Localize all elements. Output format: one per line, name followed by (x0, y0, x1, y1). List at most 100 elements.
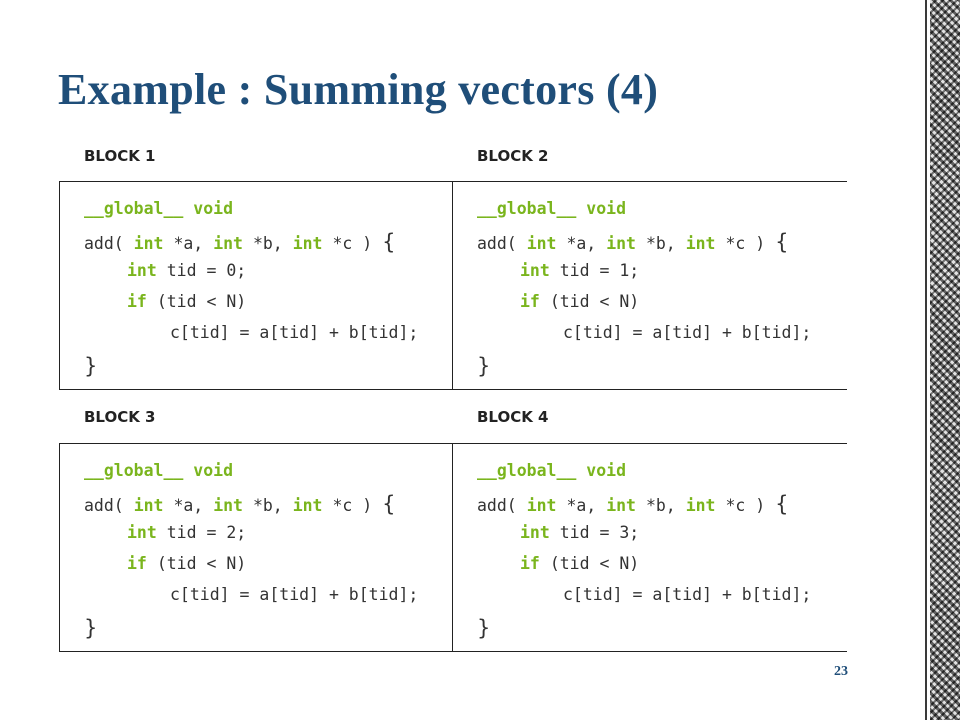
block-label-1: BLOCK 1 (84, 147, 156, 165)
keyword-int: int (685, 234, 716, 253)
keyword-void: void (193, 199, 234, 218)
code-line-4: if (tid < N) (127, 554, 246, 573)
code-line-3: int tid = 0; (127, 261, 246, 280)
decorative-border-line (922, 0, 930, 720)
tid-assignment: tid = 3; (559, 523, 640, 542)
keyword-int: int (127, 523, 157, 542)
keyword-int: int (520, 261, 550, 280)
code-line-4: if (tid < N) (520, 554, 639, 573)
block-label-2: BLOCK 2 (477, 147, 549, 165)
code-line-6: } (84, 354, 97, 378)
code-line-5: c[tid] = a[tid] + b[tid]; (563, 323, 811, 342)
close-brace: } (84, 616, 98, 640)
code-line-4: if (tid < N) (127, 292, 246, 311)
keyword-int: int (685, 496, 716, 515)
keyword-int: int (292, 496, 323, 515)
code-box-block-4: __global__ void add( int *a, int *b, int … (452, 443, 847, 652)
if-condition: (tid < N) (156, 554, 247, 573)
if-condition: (tid < N) (549, 292, 640, 311)
keyword-global: __global__ (477, 461, 577, 480)
close-brace: } (84, 354, 98, 378)
param-c: *c ) (725, 234, 766, 253)
code-line-5: c[tid] = a[tid] + b[tid]; (170, 585, 418, 604)
code-line-2: add( int *a, int *b, int *c ) { (84, 492, 396, 516)
code-box-block-1: __global__ void add( int *a, int *b, int … (59, 181, 454, 390)
keyword-int: int (127, 261, 157, 280)
page-number: 23 (834, 664, 848, 679)
code-line-3: int tid = 1; (520, 261, 639, 280)
open-brace: { (775, 492, 789, 516)
keyword-global: __global__ (84, 199, 184, 218)
function-open: add( (84, 496, 124, 515)
keyword-if: if (127, 554, 147, 573)
keyword-if: if (127, 292, 147, 311)
param-a: *a, (566, 234, 597, 253)
code-line-4: if (tid < N) (520, 292, 639, 311)
sum-statement: c[tid] = a[tid] + b[tid]; (563, 585, 812, 604)
param-c: *c ) (332, 234, 373, 253)
keyword-int: int (526, 234, 557, 253)
param-a: *a, (173, 234, 204, 253)
code-line-3: int tid = 3; (520, 523, 639, 542)
close-brace: } (477, 616, 491, 640)
keyword-int: int (292, 234, 323, 253)
slide-title: Example : Summing vectors (4) (58, 65, 659, 114)
code-line-6: } (84, 616, 97, 640)
keyword-int: int (133, 496, 164, 515)
code-line-1: __global__ void (84, 461, 233, 480)
param-a: *a, (566, 496, 597, 515)
keyword-global: __global__ (477, 199, 577, 218)
code-line-6: } (477, 354, 490, 378)
code-box-block-2: __global__ void add( int *a, int *b, int … (452, 181, 847, 390)
open-brace: { (382, 230, 396, 254)
keyword-void: void (586, 199, 627, 218)
keyword-int: int (133, 234, 164, 253)
close-brace: } (477, 354, 491, 378)
code-line-2: add( int *a, int *b, int *c ) { (84, 230, 396, 254)
code-line-1: __global__ void (84, 199, 233, 218)
if-condition: (tid < N) (156, 292, 247, 311)
keyword-void: void (193, 461, 234, 480)
keyword-int: int (520, 523, 550, 542)
param-a: *a, (173, 496, 204, 515)
code-line-6: } (477, 616, 490, 640)
keyword-void: void (586, 461, 627, 480)
sum-statement: c[tid] = a[tid] + b[tid]; (563, 323, 812, 342)
keyword-int: int (213, 496, 243, 515)
keyword-int: int (606, 234, 636, 253)
param-b: *b, (252, 496, 283, 515)
keyword-int: int (526, 496, 557, 515)
decorative-stripe-border (930, 0, 960, 720)
code-box-block-3: __global__ void add( int *a, int *b, int … (59, 443, 454, 652)
block-label-4: BLOCK 4 (477, 408, 549, 426)
param-c: *c ) (725, 496, 766, 515)
function-open: add( (84, 234, 124, 253)
keyword-int: int (213, 234, 243, 253)
keyword-if: if (520, 292, 540, 311)
tid-assignment: tid = 2; (166, 523, 247, 542)
code-line-5: c[tid] = a[tid] + b[tid]; (563, 585, 811, 604)
param-b: *b, (645, 234, 676, 253)
tid-assignment: tid = 1; (559, 261, 640, 280)
keyword-if: if (520, 554, 540, 573)
code-line-2: add( int *a, int *b, int *c ) { (477, 492, 789, 516)
tid-assignment: tid = 0; (166, 261, 247, 280)
keyword-global: __global__ (84, 461, 184, 480)
function-open: add( (477, 234, 517, 253)
param-b: *b, (645, 496, 676, 515)
code-line-2: add( int *a, int *b, int *c ) { (477, 230, 789, 254)
param-b: *b, (252, 234, 283, 253)
open-brace: { (382, 492, 396, 516)
sum-statement: c[tid] = a[tid] + b[tid]; (170, 323, 419, 342)
block-label-3: BLOCK 3 (84, 408, 156, 426)
code-line-5: c[tid] = a[tid] + b[tid]; (170, 323, 418, 342)
keyword-int: int (606, 496, 636, 515)
function-open: add( (477, 496, 517, 515)
code-line-1: __global__ void (477, 461, 626, 480)
sum-statement: c[tid] = a[tid] + b[tid]; (170, 585, 419, 604)
open-brace: { (775, 230, 789, 254)
code-line-1: __global__ void (477, 199, 626, 218)
param-c: *c ) (332, 496, 373, 515)
code-line-3: int tid = 2; (127, 523, 246, 542)
if-condition: (tid < N) (549, 554, 640, 573)
